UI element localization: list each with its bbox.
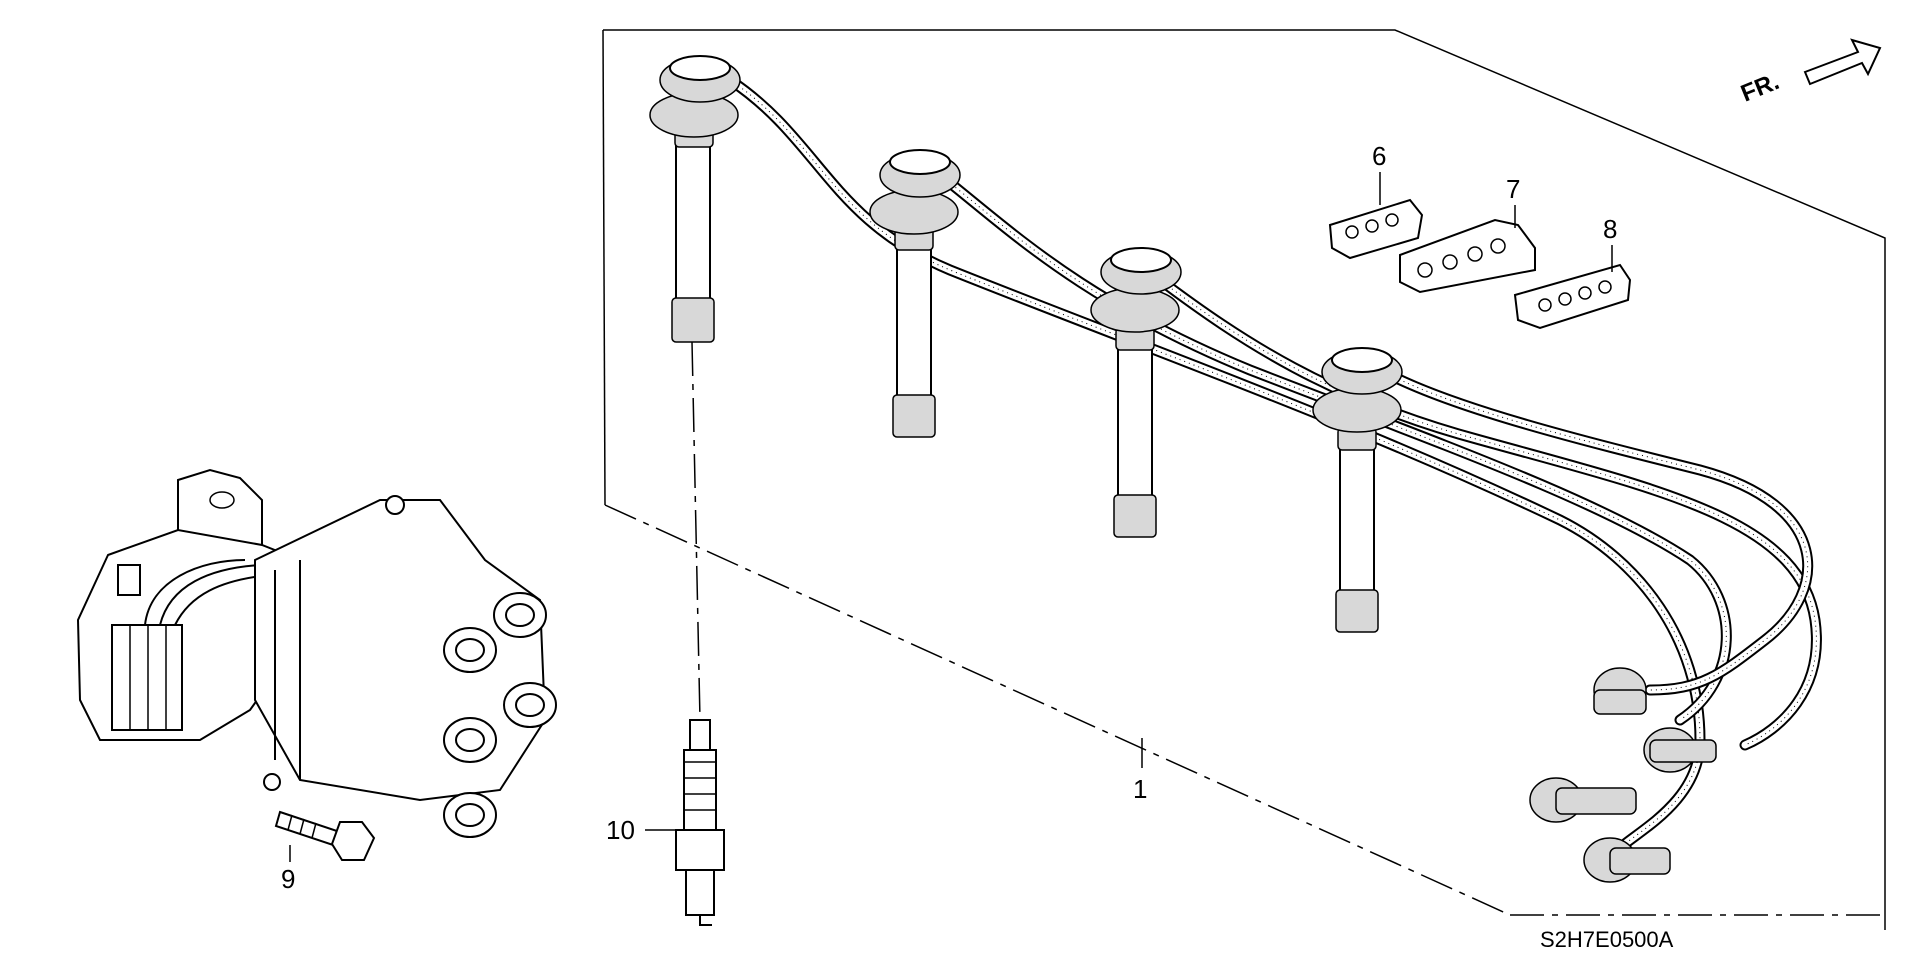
distributor-assembly[interactable] <box>76 468 557 838</box>
distributor-boot-2 <box>1643 727 1717 773</box>
wire-clamp-a[interactable] <box>1328 198 1424 260</box>
plug-boot-3 <box>1090 247 1182 538</box>
drawing-code: S2H7E0500A <box>1540 927 1674 952</box>
distributor-cap-tower-1 <box>493 592 547 638</box>
ignition-wire-4 <box>1384 369 1814 696</box>
wire-clamp-c[interactable] <box>1513 263 1632 330</box>
ignition-wire-2 <box>934 169 1732 726</box>
plug-boot-4 <box>1312 347 1403 633</box>
plug-boot-2 <box>869 149 961 438</box>
distributor-boot-4 <box>1583 837 1671 883</box>
distributor-boot-3 <box>1529 777 1637 823</box>
kit-boundary <box>602 29 1886 930</box>
ignition-wire-3 <box>1154 274 1822 751</box>
callout-10: 10 <box>606 815 635 845</box>
callout-7: 7 <box>1506 174 1520 204</box>
distributor-cap-tower-2 <box>443 627 497 673</box>
distributor-cap-tower-3 <box>503 682 557 728</box>
wire-clamp-b[interactable] <box>1399 218 1536 294</box>
distributor-bolt[interactable] <box>274 810 376 861</box>
front-arrow-icon <box>1803 38 1882 86</box>
spark-plug[interactable] <box>675 719 725 926</box>
front-direction-indicator: FR. <box>1737 38 1882 108</box>
callout-8: 8 <box>1603 214 1617 244</box>
distributor-boot-1 <box>1593 667 1647 715</box>
callout-1: 1 <box>1133 774 1147 804</box>
callout-9: 9 <box>281 864 295 894</box>
ignition-wire-set[interactable] <box>649 55 1822 883</box>
plug-boot-1 <box>649 55 741 343</box>
front-label: FR. <box>1737 68 1783 108</box>
leader-lines <box>289 172 1613 862</box>
distributor-cap-tower-5 <box>443 792 497 838</box>
distributor-cap-tower-4 <box>443 717 497 763</box>
plug-alignment-line <box>691 341 701 721</box>
callout-6: 6 <box>1372 141 1386 171</box>
